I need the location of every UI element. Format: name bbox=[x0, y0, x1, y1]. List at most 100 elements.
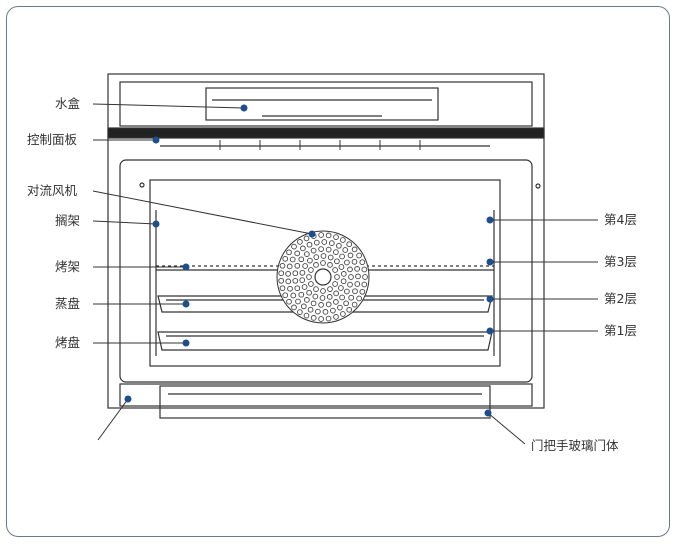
baking-tray bbox=[157, 331, 493, 351]
diagram-frame bbox=[6, 6, 670, 537]
label-fan: 对流风机 bbox=[27, 183, 78, 198]
fan-hole bbox=[362, 274, 368, 280]
fan-hole bbox=[278, 277, 285, 284]
fan-hole bbox=[300, 245, 306, 252]
cavity-outer bbox=[119, 159, 533, 383]
fan-hole bbox=[334, 258, 340, 265]
fan-hole bbox=[333, 234, 339, 240]
marker-door-handle bbox=[484, 409, 492, 417]
fan-hole bbox=[306, 289, 312, 296]
label-baking-rack: 烤架 bbox=[55, 259, 80, 274]
fan-hole bbox=[312, 293, 319, 300]
fan-hole bbox=[310, 315, 317, 321]
fan-hole bbox=[310, 300, 317, 307]
fan-hole bbox=[294, 285, 301, 292]
fan-hole bbox=[297, 309, 303, 315]
fan-hole bbox=[354, 281, 361, 287]
fan-hole bbox=[332, 267, 338, 273]
fan-hole bbox=[340, 237, 346, 243]
label-steam-tray: 蒸盘 bbox=[55, 296, 80, 311]
fan-hole bbox=[292, 277, 299, 284]
fan-hole bbox=[301, 284, 308, 290]
fan-hole bbox=[332, 281, 338, 287]
fan-hole bbox=[279, 262, 286, 269]
fan-hole bbox=[320, 260, 326, 266]
fan-hole bbox=[282, 292, 289, 299]
fan-hole bbox=[306, 241, 313, 248]
fan-hole bbox=[333, 290, 339, 297]
fan-hole bbox=[340, 271, 347, 277]
label-layer1: 第1层 bbox=[604, 323, 637, 338]
door-bottom bbox=[119, 383, 533, 407]
fan-hole bbox=[298, 256, 305, 263]
fan-hole bbox=[327, 254, 334, 261]
fan-hole bbox=[300, 303, 307, 310]
fan-hole bbox=[342, 247, 349, 253]
label-layer3: 第3层 bbox=[604, 254, 637, 269]
fan-hole bbox=[302, 263, 308, 269]
fan-hole bbox=[318, 232, 324, 238]
fan-hole bbox=[294, 262, 301, 269]
fan-hole bbox=[308, 281, 314, 287]
marker-layer4 bbox=[486, 216, 494, 224]
fan-hole bbox=[347, 281, 353, 288]
fan-hole bbox=[322, 309, 329, 315]
fan-hole bbox=[307, 257, 313, 264]
fan-hole bbox=[286, 263, 293, 270]
fan-hole bbox=[351, 258, 358, 265]
fan-hole bbox=[279, 285, 286, 292]
fan-hole bbox=[359, 259, 366, 266]
fan-hole bbox=[344, 288, 350, 295]
fan-hole bbox=[325, 315, 332, 322]
fan-hole bbox=[346, 306, 353, 313]
marker-baking-rack bbox=[182, 263, 190, 271]
fan-hole bbox=[282, 255, 289, 262]
fan-hole bbox=[356, 295, 362, 302]
fan-hole bbox=[286, 249, 292, 256]
oven-outer-frame bbox=[107, 73, 545, 409]
fan-hole bbox=[355, 273, 361, 280]
fan-hole bbox=[325, 246, 332, 253]
fan-hole bbox=[303, 312, 310, 319]
fan-hole bbox=[289, 256, 296, 263]
markers bbox=[124, 104, 494, 417]
fan-hole bbox=[340, 311, 346, 317]
marker-water-box bbox=[240, 104, 248, 112]
fan-hole bbox=[303, 235, 310, 242]
label-layer4: 第4层 bbox=[604, 212, 637, 227]
fan-hole bbox=[361, 266, 368, 273]
fan-hole bbox=[338, 285, 344, 291]
fan-hole bbox=[298, 291, 305, 298]
fan-hole bbox=[346, 241, 353, 248]
fan-hole bbox=[286, 298, 292, 305]
fan-hole bbox=[313, 262, 319, 268]
steam-tray bbox=[157, 295, 493, 313]
fan-hole bbox=[287, 285, 293, 292]
leader-lines bbox=[92, 103, 598, 445]
fan-hole bbox=[292, 270, 299, 277]
fan-hole bbox=[333, 314, 339, 320]
label-baking-tray: 烤盘 bbox=[55, 335, 80, 350]
label-control-panel: 控制面板 bbox=[27, 132, 78, 147]
fan-hole bbox=[290, 292, 297, 299]
label-rack-support: 搁架 bbox=[55, 213, 80, 228]
fan-hole bbox=[307, 306, 314, 313]
fan-hole bbox=[285, 278, 292, 285]
fan-grille bbox=[276, 230, 370, 324]
marker-fan bbox=[308, 230, 316, 238]
marker-layer3 bbox=[486, 258, 494, 266]
fan-hole bbox=[351, 301, 358, 308]
fan-hole bbox=[315, 308, 321, 315]
fan-hole bbox=[325, 232, 332, 239]
fan-hole bbox=[313, 254, 320, 260]
fan-hole bbox=[318, 302, 324, 308]
cavity-inner bbox=[149, 179, 501, 367]
fan-hole bbox=[318, 316, 324, 322]
label-door: 门把手玻璃门体 bbox=[531, 438, 619, 453]
water-box bbox=[205, 87, 439, 121]
fan-hole bbox=[310, 247, 317, 254]
fan-hole bbox=[333, 299, 339, 305]
fan-hole bbox=[325, 301, 332, 308]
fan-hole bbox=[291, 304, 297, 311]
fan-hole bbox=[304, 297, 310, 303]
